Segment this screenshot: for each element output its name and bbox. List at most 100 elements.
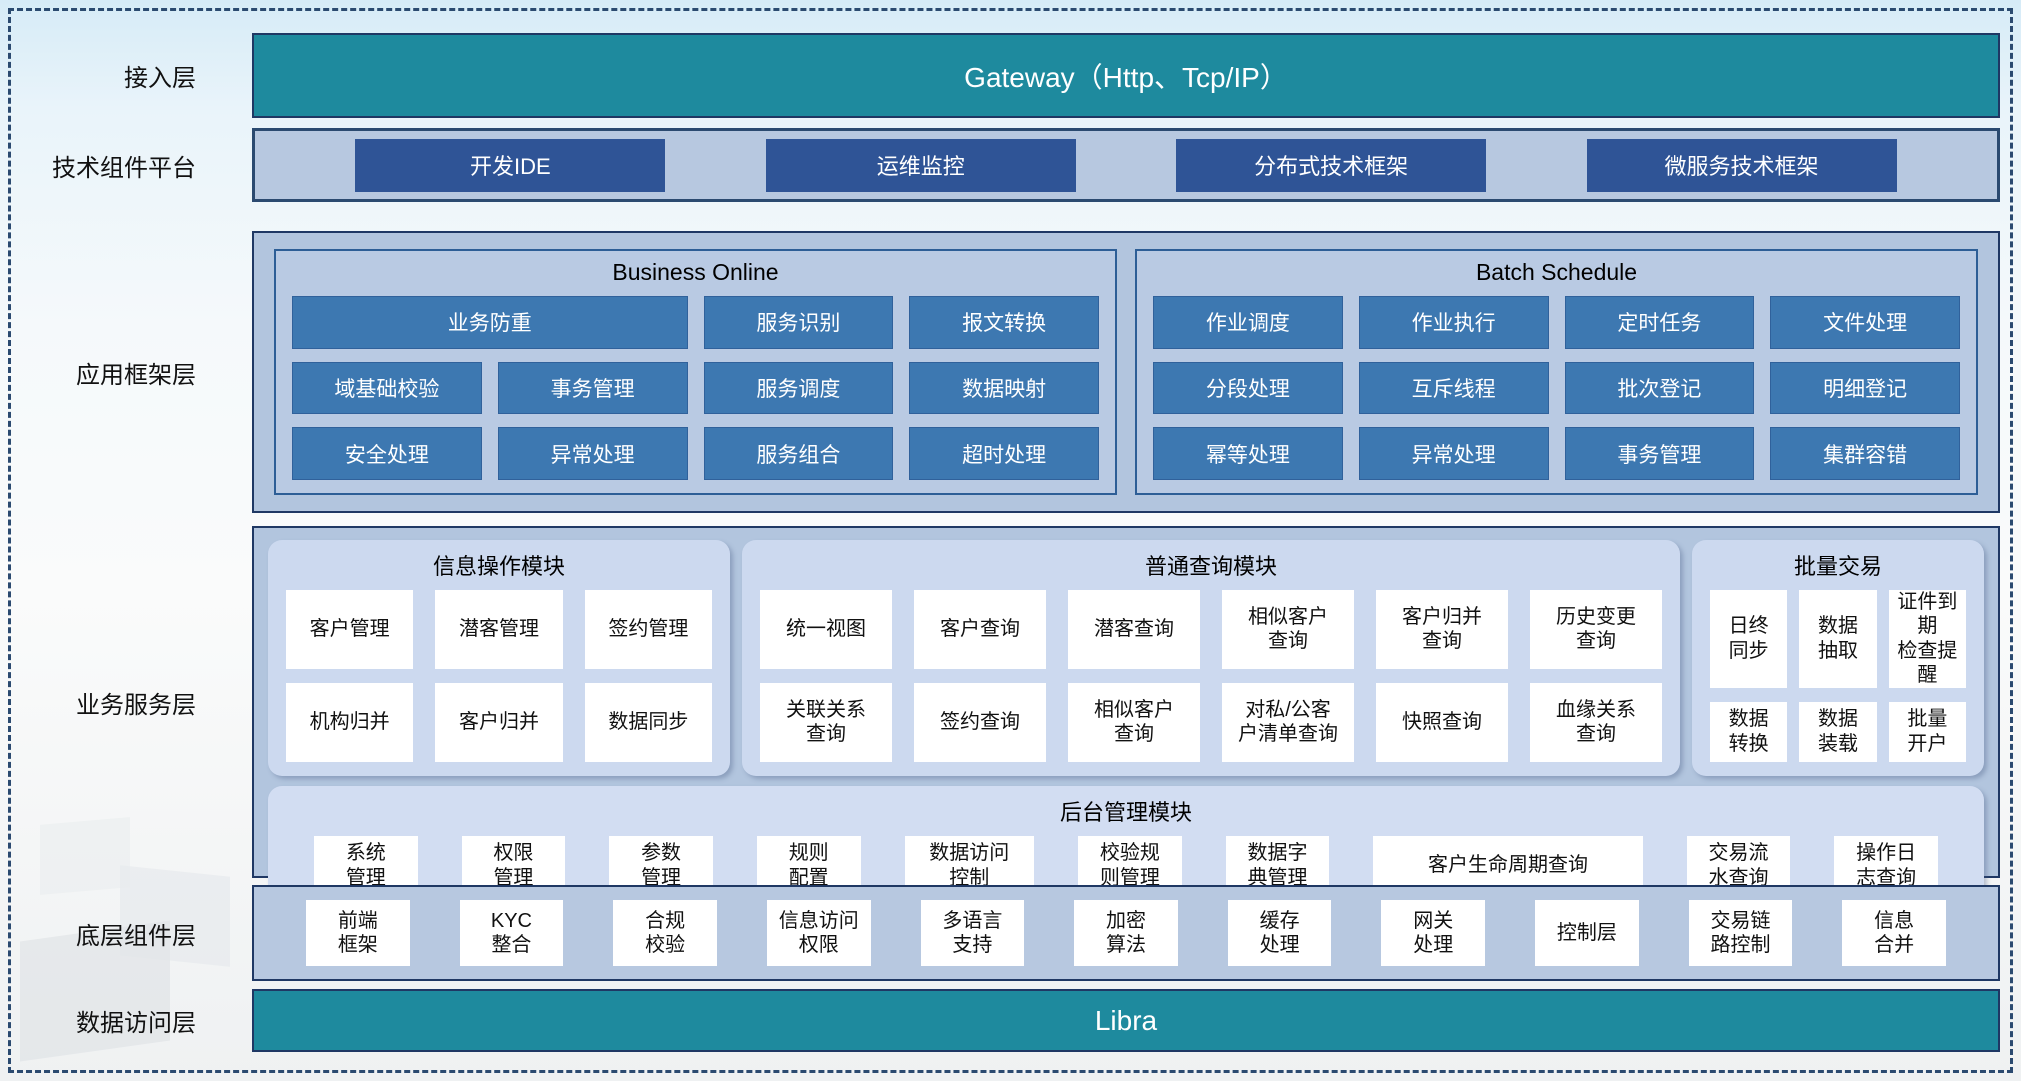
batch-schedule-item: 事务管理 [1564, 427, 1755, 480]
business-online-item: 事务管理 [497, 361, 688, 415]
bottom-component-item: 缓存 处理 [1227, 900, 1332, 966]
info-operation-item: 机构归并 [286, 682, 414, 762]
business-online-item: 服务组合 [703, 427, 894, 480]
bottom-component-item: 加密 算法 [1074, 900, 1178, 966]
general-query-item: 相似客户 查询 [1068, 682, 1200, 762]
business-online-item: 服务识别 [703, 296, 894, 349]
batch-schedule-item: 明细登记 [1770, 361, 1960, 415]
info-operation-item: 客户管理 [286, 590, 414, 669]
general-query-module: 普通查询模块 统一视图客户查询潜客查询相似客户 查询客户归并 查询历史变更 查询… [742, 540, 1680, 776]
batch-transaction-item: 日终 同步 [1710, 590, 1788, 688]
batch-schedule-item: 异常处理 [1358, 427, 1549, 480]
info-operation-item: 客户归并 [435, 682, 563, 762]
business-online-item: 安全处理 [292, 427, 482, 480]
gateway-bar: Gateway（Http、Tcp/IP） [252, 33, 2000, 118]
general-query-item: 历史变更 查询 [1530, 590, 1662, 669]
app-framework-row: 应用框架层 Business Online 业务防重 服务识别报文转换域基础校验… [0, 231, 2000, 513]
business-online-grid: 业务防重 服务识别报文转换域基础校验事务管理服务调度数据映射安全处理异常处理服务… [292, 296, 1099, 480]
batch-schedule-item: 幂等处理 [1153, 427, 1343, 480]
bottom-component-item: 合规 校验 [613, 900, 717, 966]
business-online-panel: Business Online 业务防重 服务识别报文转换域基础校验事务管理服务… [274, 249, 1117, 495]
tech-platform-band: 开发IDE 运维监控 分布式技术框架 微服务技术框架 [252, 128, 2000, 202]
data-access-label: 数据访问层 [76, 1010, 196, 1037]
general-query-grid: 统一视图客户查询潜客查询相似客户 查询客户归并 查询历史变更 查询关联关系 查询… [760, 590, 1662, 762]
business-online-item-wide: 业务防重 [292, 296, 688, 349]
app-framework-content: Business Online 业务防重 服务识别报文转换域基础校验事务管理服务… [252, 231, 2000, 513]
batch-schedule-item: 文件处理 [1770, 296, 1960, 349]
app-framework-label: 应用框架层 [76, 361, 196, 389]
business-online-title: Business Online [612, 259, 779, 285]
business-service-label: 业务服务层 [76, 691, 196, 719]
business-online-item: 数据映射 [909, 361, 1099, 415]
batch-transaction-item: 批量 开户 [1888, 701, 1966, 762]
business-service-top: 信息操作模块 客户管理潜客管理签约管理机构归并客户归并数据同步 普通查询模块 统… [268, 540, 1984, 776]
business-online-item: 服务调度 [703, 361, 894, 415]
data-access-content: Libra [252, 989, 2000, 1052]
business-service-content: 信息操作模块 客户管理潜客管理签约管理机构归并客户归并数据同步 普通查询模块 统… [252, 526, 2000, 910]
general-query-item: 签约查询 [914, 682, 1046, 762]
batch-transaction-item: 数据 转换 [1710, 701, 1788, 762]
business-online-item: 域基础校验 [292, 361, 482, 415]
info-operation-item: 潜客管理 [435, 590, 563, 669]
batch-schedule-item: 互斥线程 [1358, 361, 1549, 415]
access-layer-content: Gateway（Http、Tcp/IP） [252, 33, 2000, 118]
bottom-component-item: 交易链 路控制 [1688, 900, 1793, 966]
batch-transaction-grid: 日终 同步数据 抽取证件到期 检查提醒数据 转换数据 装载批量 开户 [1710, 590, 1966, 762]
general-query-title: 普通查询模块 [1144, 554, 1277, 579]
data-access-row: 数据访问层 Libra [0, 989, 2000, 1052]
info-operation-grid: 客户管理潜客管理签约管理机构归并客户归并数据同步 [286, 590, 712, 762]
business-online-item: 异常处理 [497, 427, 688, 480]
business-service-row: 业务服务层 信息操作模块 客户管理潜客管理签约管理机构归并客户归并数据同步 普通… [0, 526, 2000, 910]
access-layer-row: 接入层 Gateway（Http、Tcp/IP） [0, 33, 2000, 118]
bottom-component-item: 信息 合并 [1842, 900, 1946, 966]
business-online-item: 超时处理 [909, 427, 1099, 480]
bottom-components-band: 前端 框架 KYC 整合合规 校验信息访问 权限多语言 支持加密 算法缓存 处理网… [252, 885, 2000, 981]
app-framework-panel: Business Online 业务防重 服务识别报文转换域基础校验事务管理服务… [252, 231, 2000, 513]
batch-schedule-grid: 作业调度作业执行定时任务文件处理分段处理互斥线程批次登记明细登记幂等处理异常处理… [1153, 296, 1960, 480]
batch-schedule-title: Batch Schedule [1475, 259, 1638, 285]
batch-transaction-title: 批量交易 [1793, 554, 1882, 579]
bottom-component-item: KYC 整合 [459, 900, 564, 966]
general-query-item: 关联关系 查询 [760, 682, 892, 762]
batch-schedule-item: 定时任务 [1564, 296, 1755, 349]
batch-schedule-item: 作业执行 [1358, 296, 1549, 349]
general-query-item: 统一视图 [760, 590, 892, 669]
bottom-components-label: 底层组件层 [76, 922, 196, 950]
tech-platform-label: 技术组件平台 [52, 154, 196, 182]
diagram-layout: 接入层 Gateway（Http、Tcp/IP） 技术组件平台 开发IDE 运维监… [0, 33, 2000, 1052]
business-online-item: 报文转换 [909, 296, 1099, 349]
batch-transaction-module: 批量交易 日终 同步数据 抽取证件到期 检查提醒数据 转换数据 装载批量 开户 [1692, 540, 1984, 776]
bottom-component-item: 前端 框架 [306, 900, 410, 966]
general-query-item: 相似客户 查询 [1222, 590, 1354, 669]
batch-schedule-panel: Batch Schedule 作业调度作业执行定时任务文件处理分段处理互斥线程批… [1135, 249, 1978, 495]
batch-transaction-item: 数据 抽取 [1799, 590, 1877, 688]
bottom-components-row: 底层组件层 前端 框架 KYC 整合合规 校验信息访问 权限多语言 支持加密 算法… [0, 885, 2000, 981]
tech-platform-item: 分布式技术框架 [1176, 138, 1487, 192]
batch-schedule-item: 集群容错 [1770, 427, 1960, 480]
general-query-item: 潜客查询 [1068, 590, 1200, 669]
bottom-component-item: 多语言 支持 [920, 900, 1025, 966]
tech-platform-item: 运维监控 [765, 138, 1076, 192]
general-query-item: 快照查询 [1376, 682, 1508, 762]
tech-platform-item: 微服务技术框架 [1586, 138, 1897, 192]
business-service-panel: 信息操作模块 客户管理潜客管理签约管理机构归并客户归并数据同步 普通查询模块 统… [252, 526, 2000, 910]
tech-platform-content: 开发IDE 运维监控 分布式技术框架 微服务技术框架 [252, 128, 2000, 202]
info-operation-module: 信息操作模块 客户管理潜客管理签约管理机构归并客户归并数据同步 [268, 540, 730, 776]
general-query-item: 血缘关系 查询 [1530, 682, 1662, 762]
bottom-components-content: 前端 框架 KYC 整合合规 校验信息访问 权限多语言 支持加密 算法缓存 处理网… [252, 885, 2000, 981]
access-layer-label: 接入层 [124, 65, 196, 92]
batch-schedule-item: 批次登记 [1564, 361, 1755, 415]
bottom-component-item: 网关 处理 [1381, 900, 1486, 966]
admin-module-title: 后台管理模块 [1059, 799, 1192, 825]
bottom-component-item: 控制层 [1535, 900, 1639, 966]
bottom-component-item: 信息访问 权限 [766, 900, 871, 966]
general-query-item: 客户查询 [914, 590, 1046, 669]
general-query-item: 客户归并 查询 [1376, 590, 1508, 669]
batch-schedule-item: 作业调度 [1153, 296, 1343, 349]
info-operation-title: 信息操作模块 [432, 554, 565, 579]
libra-bar: Libra [252, 989, 2000, 1052]
batch-schedule-item: 分段处理 [1153, 361, 1343, 415]
tech-platform-item: 开发IDE [355, 138, 666, 192]
batch-transaction-item: 证件到期 检查提醒 [1888, 590, 1966, 688]
info-operation-item: 签约管理 [584, 590, 712, 669]
